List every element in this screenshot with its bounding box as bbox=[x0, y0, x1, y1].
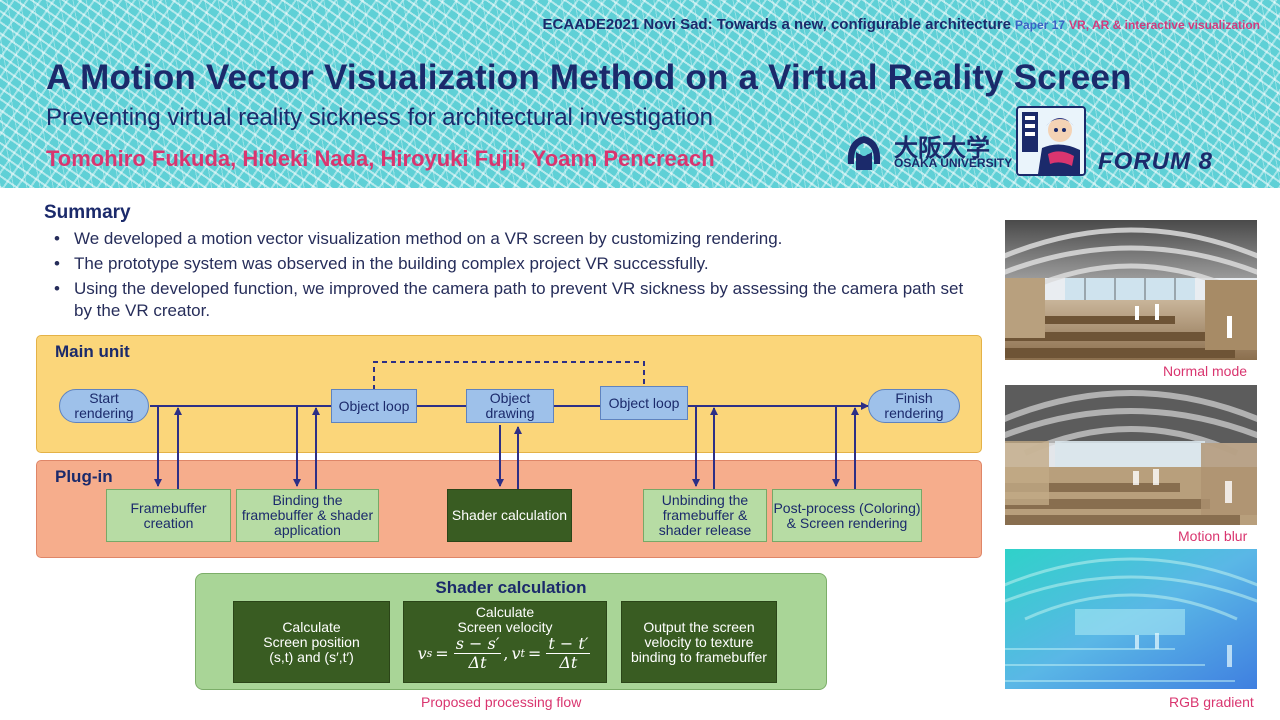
osaka-university-logo: 大阪大学 OSAKA UNIVERSITY bbox=[842, 126, 1012, 176]
paper-number: Paper 17 bbox=[1015, 18, 1066, 32]
finish-rendering-node: Finish rendering bbox=[868, 389, 960, 423]
osaka-logo-en: OSAKA UNIVERSITY bbox=[894, 156, 1013, 170]
shader-panel-title: Shader calculation bbox=[435, 578, 587, 597]
osaka-logo-jp: 大阪大学 bbox=[894, 135, 990, 162]
object-loop-end-node: Object loop bbox=[600, 386, 688, 420]
motion-blur-caption: Motion blur bbox=[1178, 528, 1248, 544]
track-name: VR, AR & interactive visualization bbox=[1069, 18, 1260, 32]
plugin-label: Plug-in bbox=[55, 467, 113, 486]
formula-vt-sub: t bbox=[520, 647, 525, 660]
mascot-icon bbox=[1018, 108, 1084, 174]
poster-title: A Motion Vector Visualization Method on … bbox=[46, 58, 1132, 97]
render-normal-image bbox=[1005, 220, 1257, 360]
object-drawing-node: Object drawing bbox=[466, 389, 554, 423]
summary-bullet: Using the developed function, we improve… bbox=[52, 278, 982, 322]
header-banner: ECAADE2021 Novi Sad: Towards a new, conf… bbox=[0, 0, 1280, 188]
summary-bullet: We developed a motion vector visualizati… bbox=[52, 228, 982, 250]
binding-framebuffer-node: Binding the framebuffer & shader applica… bbox=[236, 489, 379, 542]
render-rgb-illustration bbox=[1005, 549, 1257, 689]
formula-denominator-2: Δt bbox=[559, 653, 578, 672]
render-rgb-image bbox=[1005, 549, 1257, 689]
summary-bullet: The prototype system was observed in the… bbox=[52, 253, 982, 275]
conference-line: ECAADE2021 Novi Sad: Towards a new, conf… bbox=[543, 16, 1260, 33]
formula-vt: v bbox=[511, 644, 521, 663]
unbinding-framebuffer-node: Unbinding the framebuffer & shader relea… bbox=[643, 489, 767, 542]
render-blur-illustration bbox=[1005, 385, 1257, 525]
conference-name: ECAADE2021 Novi Sad: Towards a new, conf… bbox=[542, 16, 1011, 33]
object-loop-start-node: Object loop bbox=[331, 389, 417, 423]
render-blur-image bbox=[1005, 385, 1257, 525]
poster-subtitle: Preventing virtual reality sickness for … bbox=[46, 104, 713, 131]
calc-screen-position-step: Calculate Screen position (s,t) and (s′,… bbox=[233, 601, 390, 683]
rgb-gradient-caption: RGB gradient bbox=[1169, 694, 1254, 710]
main-unit-label: Main unit bbox=[55, 342, 130, 361]
authors: Tomohiro Fukuda, Hideki Nada, Hiroyuki F… bbox=[46, 146, 715, 171]
formula-vs-numerator: s − s′ bbox=[453, 634, 502, 654]
mascot-logo bbox=[1016, 106, 1086, 176]
shader-calculation-node: Shader calculation bbox=[447, 489, 572, 542]
flow-caption: Proposed processing flow bbox=[421, 694, 582, 710]
framebuffer-creation-node: Framebuffer creation bbox=[106, 489, 231, 542]
post-process-node: Post-process (Coloring) & Screen renderi… bbox=[772, 489, 922, 542]
step2-line1: Calculate bbox=[475, 604, 535, 620]
step1-line1: Calculate bbox=[282, 618, 341, 635]
step1-line2: Screen position bbox=[263, 633, 360, 650]
start-rendering-node: Start rendering bbox=[59, 389, 149, 423]
formula-vs-sub: s bbox=[426, 647, 433, 660]
render-normal-illustration bbox=[1005, 220, 1257, 360]
formula-vt-numerator: t − t′ bbox=[546, 634, 591, 654]
formula-vs: v bbox=[417, 644, 427, 663]
formula-denominator: Δt bbox=[468, 653, 487, 672]
forum8-logo: FORUM 8 bbox=[1098, 148, 1213, 175]
output-velocity-step: Output the screen velocity to texture bi… bbox=[621, 601, 777, 683]
step2-line2: Screen velocity bbox=[457, 619, 553, 635]
step1-line3: (s,t) and (s′,t′) bbox=[269, 648, 354, 665]
normal-mode-caption: Normal mode bbox=[1163, 363, 1248, 379]
summary-heading: Summary bbox=[44, 202, 131, 223]
osaka-emblem-icon bbox=[847, 136, 881, 170]
summary-list: We developed a motion vector visualizati… bbox=[52, 228, 982, 325]
